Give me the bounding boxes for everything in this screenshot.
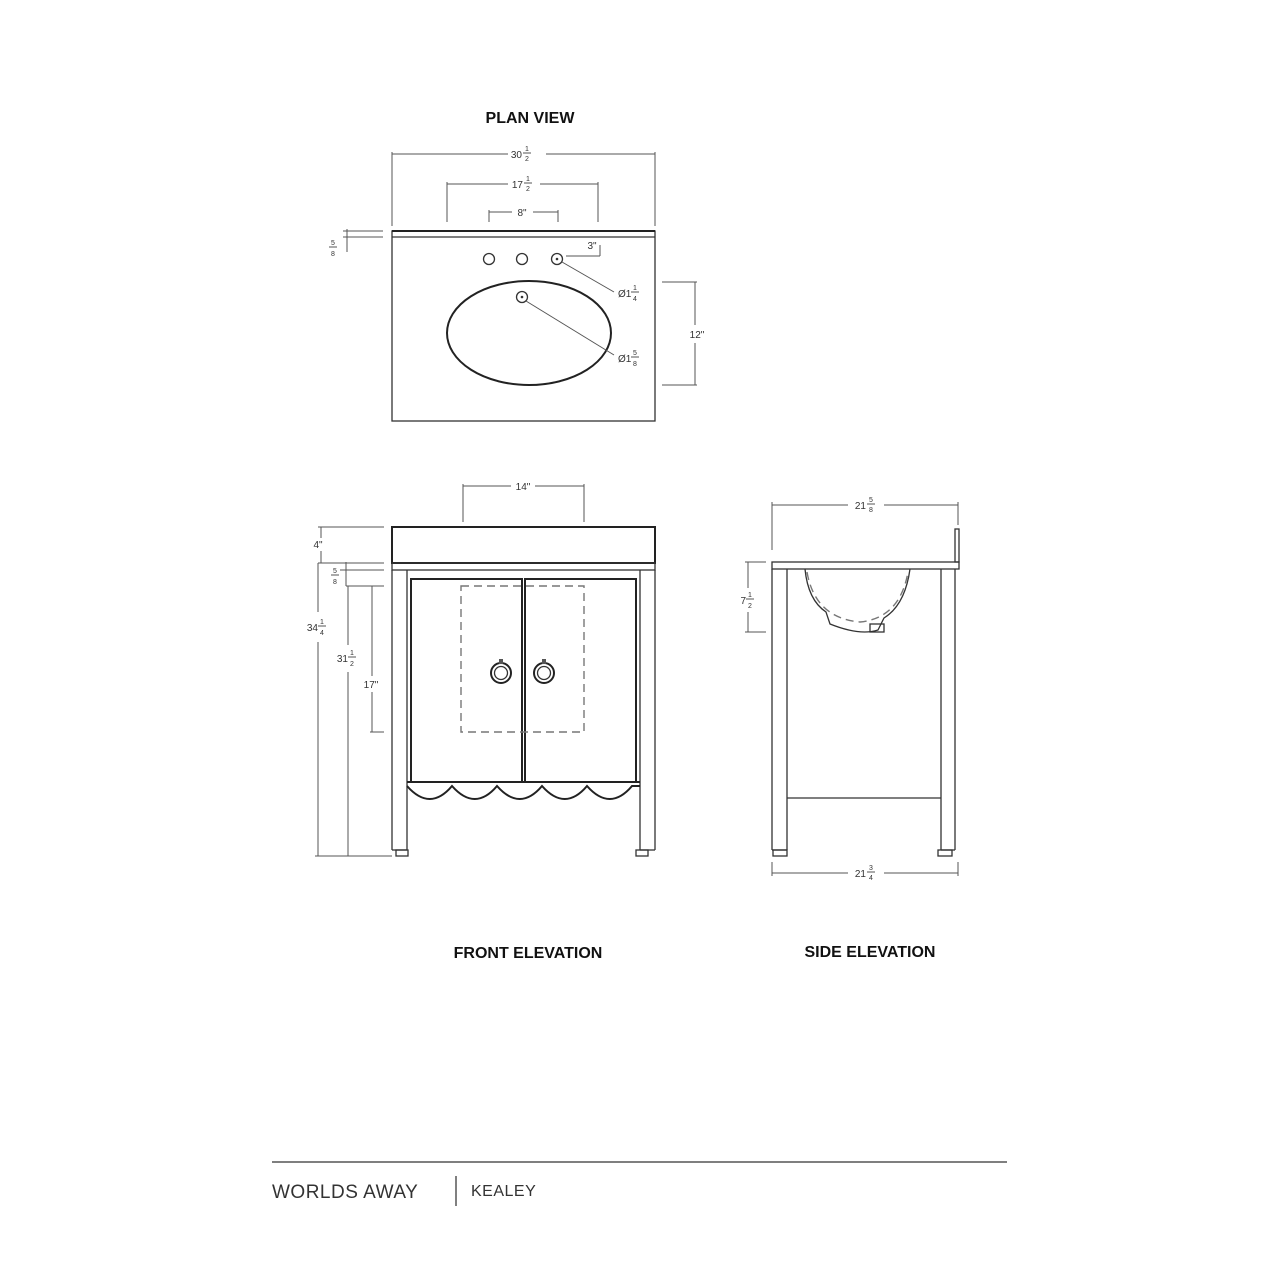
dim-top-depth: 21 5 8 xyxy=(771,497,959,550)
faucet-hole-right xyxy=(550,252,564,266)
front-elevation-title: FRONT ELEVATION xyxy=(454,945,603,962)
side-backsplash xyxy=(954,528,960,563)
side-sink-section xyxy=(804,568,911,633)
door-height-label: 17" xyxy=(364,680,379,691)
plan-view-title: PLAN VIEW xyxy=(486,110,576,127)
dim-basin-width: 14" xyxy=(462,482,585,522)
faucet-span-num: 1 xyxy=(526,176,530,183)
hidden-basin-outline xyxy=(460,585,585,733)
dim-drain-diameter: Ø1 5 8 xyxy=(525,300,639,368)
dim-counter-height: 31 1 2 xyxy=(337,585,384,856)
top-depth-whole: 21 xyxy=(855,501,867,512)
side-elevation-title: SIDE ELEVATION xyxy=(805,944,936,961)
side-elevation: 21 5 8 7 1 xyxy=(740,497,960,961)
front-foot-right xyxy=(635,849,649,857)
faucet-span-whole: 17 xyxy=(512,180,524,191)
dim-top-thickness: 5 8 xyxy=(329,229,383,258)
overall-width-num: 1 xyxy=(525,146,529,153)
drain-dia-den: 8 xyxy=(633,361,637,368)
hole-spacing-label: 8" xyxy=(517,208,527,219)
front-top-den: 8 xyxy=(333,579,337,586)
overall-height-num: 1 xyxy=(320,619,324,626)
dim-hole-spacing: 8" xyxy=(488,208,559,222)
front-top-edge xyxy=(391,562,656,571)
overall-height-whole: 34 xyxy=(307,623,319,634)
base-depth-den: 4 xyxy=(869,875,873,882)
top-thickness-den: 8 xyxy=(331,251,335,258)
base-depth-num: 3 xyxy=(869,865,873,872)
counter-height-whole: 31 xyxy=(337,654,349,665)
dim-overall-width: 30 1 2 xyxy=(391,146,656,226)
plan-countertop xyxy=(391,230,656,422)
overall-width-whole: 30 xyxy=(511,150,523,161)
faucet-hole-left xyxy=(482,252,496,266)
dim-top-height: 4" xyxy=(313,526,384,564)
side-countertop xyxy=(771,561,960,570)
plan-view: PLAN VIEW 30 1 2 17 1 2 xyxy=(329,110,705,422)
dim-back-offset: 3" xyxy=(566,241,601,257)
overall-width-den: 2 xyxy=(525,156,529,163)
sink-depth-den: 2 xyxy=(748,603,752,610)
scalloped-apron xyxy=(406,781,640,800)
footer: WORLDS AWAY KEALEY xyxy=(272,1161,1007,1206)
overall-height-den: 4 xyxy=(320,630,324,637)
dim-sink-depth: 7 1 2 xyxy=(740,561,766,633)
top-height-label: 4" xyxy=(313,540,323,551)
top-depth-num: 5 xyxy=(869,497,873,504)
front-top-num: 5 xyxy=(333,568,337,575)
door-right xyxy=(524,578,637,783)
brand-name: WORLDS AWAY xyxy=(272,1182,418,1203)
drain-dia-num: 5 xyxy=(633,350,637,357)
dim-faucet-span: 17 1 2 xyxy=(446,176,599,222)
back-offset-label: 3" xyxy=(587,241,597,252)
door-left xyxy=(410,578,523,783)
side-foot-front xyxy=(772,849,788,857)
dim-hole-diameter: Ø1 1 4 xyxy=(561,261,639,303)
faucet-hole-center xyxy=(515,252,529,266)
front-countertop xyxy=(391,526,656,564)
counter-height-num: 1 xyxy=(350,650,354,657)
sink-basin xyxy=(446,280,612,386)
drain-dia-whole: Ø1 xyxy=(618,354,632,365)
counter-height-den: 2 xyxy=(350,661,354,668)
hole-dia-num: 1 xyxy=(633,285,637,292)
basin-width-label: 14" xyxy=(516,482,531,493)
model-name: KEALEY xyxy=(471,1183,536,1200)
hole-dia-whole: Ø1 xyxy=(618,289,632,300)
dim-front-top-thickness: 5 8 xyxy=(331,562,384,586)
ring-pull-left xyxy=(490,659,512,684)
top-depth-den: 8 xyxy=(869,507,873,514)
ring-pull-right xyxy=(533,659,555,684)
side-foot-back xyxy=(937,849,953,857)
front-elevation: 1 4" xyxy=(307,482,656,962)
sink-depth-num: 1 xyxy=(748,592,752,599)
basin-depth-label: 12" xyxy=(690,330,705,341)
base-depth-whole: 21 xyxy=(855,869,867,880)
drain-hole xyxy=(515,290,529,304)
dim-overall-height: 34 1 4 xyxy=(307,563,392,857)
hole-dia-den: 4 xyxy=(633,296,637,303)
dim-base-depth: 21 3 4 xyxy=(771,862,959,882)
dim-door-height: 17" xyxy=(364,585,384,733)
sink-depth-whole: 7 xyxy=(740,596,746,607)
front-foot-left xyxy=(395,849,409,857)
dim-basin-depth: 12" xyxy=(662,281,705,386)
top-thickness-num: 5 xyxy=(331,240,335,247)
faucet-span-den: 2 xyxy=(526,186,530,193)
